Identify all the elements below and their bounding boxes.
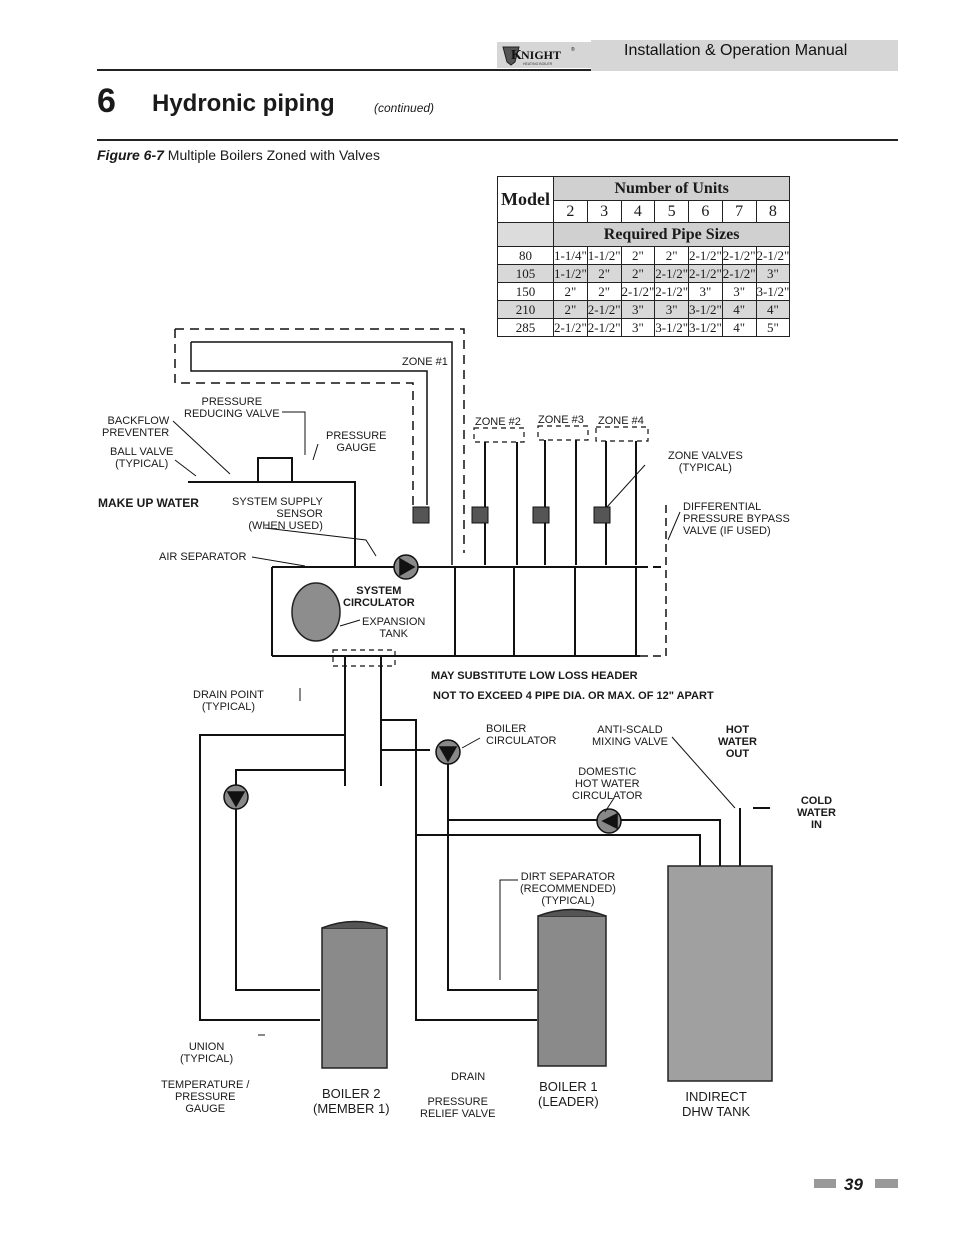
- manual-title: Installation & Operation Manual: [624, 42, 848, 59]
- drain-point-label: DRAIN POINT (TYPICAL): [193, 689, 264, 713]
- section-rule: [97, 139, 898, 141]
- system-supply-sensor-label: SYSTEM SUPPLY SENSOR (WHEN USED): [232, 496, 323, 532]
- zone1-label: ZONE #1: [402, 356, 448, 368]
- pipe-size-cell: 4": [721, 300, 757, 319]
- expansion-tank-label: EXPANSION TANK: [362, 616, 426, 640]
- hot-water-out-label: HOT WATER OUT: [718, 724, 757, 760]
- pipe-size-cell: 1-1/2": [553, 264, 588, 283]
- dirt-separator-label: DIRT SEPARATOR (RECOMMENDED) (TYPICAL): [520, 871, 616, 907]
- anti-scald-label: ANTI-SCALD MIXING VALVE: [592, 724, 669, 748]
- section-continued: (continued): [374, 101, 435, 115]
- page-bar-right: [875, 1179, 898, 1188]
- section-title: Hydronic piping: [152, 90, 335, 117]
- pipe-size-cell: 2-1/2": [654, 282, 689, 301]
- backflow-label: BACKFLOW PREVENTER: [102, 415, 170, 439]
- pipe-size-cell: 2-1/2": [586, 300, 622, 319]
- sizes-header: Required Pipe Sizes: [552, 222, 791, 247]
- units-header: Number of Units: [552, 176, 791, 201]
- zone3-label: ZONE #3: [538, 414, 584, 426]
- boiler1-label: BOILER 1 (LEADER): [538, 1079, 599, 1109]
- union-label: UNION (TYPICAL): [180, 1041, 234, 1065]
- pressure-reducing-label: PRESSURE REDUCING VALVE: [184, 396, 280, 420]
- not-exceed-label: NOT TO EXCEED 4 PIPE DIA. OR MAX. OF 12"…: [433, 690, 714, 702]
- pipe-size-cell: 2": [553, 300, 588, 319]
- zone2-label: ZONE #2: [475, 416, 521, 428]
- drain-label: DRAIN: [451, 1071, 486, 1083]
- page-bar-left: [814, 1179, 836, 1188]
- low-loss-header-label: MAY SUBSTITUTE LOW LOSS HEADER: [431, 670, 638, 682]
- page-number: 39: [844, 1175, 863, 1194]
- figure-title: Multiple Boilers Zoned with Valves: [167, 147, 380, 163]
- svg-text:HEATING BOILER: HEATING BOILER: [523, 62, 553, 66]
- svg-text:K: K: [511, 48, 522, 63]
- domestic-circulator-label: DOMESTIC HOT WATER CIRCULATOR: [572, 766, 643, 802]
- pipe-size-cell: 2-1/2": [586, 318, 622, 337]
- ball-valve-label: BALL VALVE (TYPICAL): [110, 446, 174, 470]
- model-header: Model: [497, 176, 554, 223]
- pipe-size-cell: 2": [620, 264, 656, 283]
- pipe-size-cell: 3": [654, 300, 689, 319]
- figure-label: Figure 6-7: [97, 147, 164, 163]
- temp-pressure-gauge-label: TEMPERATURE / PRESSURE GAUGE: [161, 1079, 250, 1115]
- air-separator-label: AIR SEPARATOR: [159, 551, 247, 563]
- header-band: [591, 40, 898, 71]
- section-number: 6: [97, 82, 116, 120]
- boiler2-label: BOILER 2 (MEMBER 1): [313, 1086, 390, 1116]
- indirect-tank-label: INDIRECT DHW TANK: [682, 1089, 751, 1119]
- boiler-circulator-label: BOILER CIRCULATOR: [486, 723, 557, 747]
- model-cell: 105: [497, 264, 554, 283]
- zone4-label: ZONE #4: [598, 415, 644, 427]
- svg-text:®: ®: [571, 46, 575, 53]
- system-circulator-label: SYSTEM CIRCULATOR: [343, 585, 415, 609]
- pipe-size-cell: 3": [620, 300, 656, 319]
- pressure-gauge-label: PRESSURE GAUGE: [326, 430, 387, 454]
- differential-bypass-label: DIFFERENTIAL PRESSURE BYPASS VALVE (IF U…: [683, 501, 790, 537]
- make-up-water-label: MAKE UP WATER: [98, 496, 199, 510]
- pipe-size-cell: 2-1/2": [688, 246, 723, 265]
- knight-logo: K NIGHT ® HEATING BOILER: [497, 42, 591, 68]
- header-rule: [97, 69, 591, 71]
- pipe-size-cell: 5": [755, 318, 791, 337]
- figure-caption: Figure 6-7 Multiple Boilers Zoned with V…: [97, 147, 380, 163]
- pipe-size-cell: 1-1/2": [586, 246, 622, 265]
- pipe-size-cell: 2-1/2": [721, 246, 757, 265]
- pipe-size-cell: 2": [586, 264, 622, 283]
- model-cell: 285: [497, 318, 554, 337]
- cold-water-in-label: COLD WATER IN: [797, 795, 836, 831]
- pressure-relief-label: PRESSURE RELIEF VALVE: [420, 1096, 496, 1120]
- zone-valves-label: ZONE VALVES (TYPICAL): [668, 450, 743, 474]
- svg-text:NIGHT: NIGHT: [521, 48, 561, 62]
